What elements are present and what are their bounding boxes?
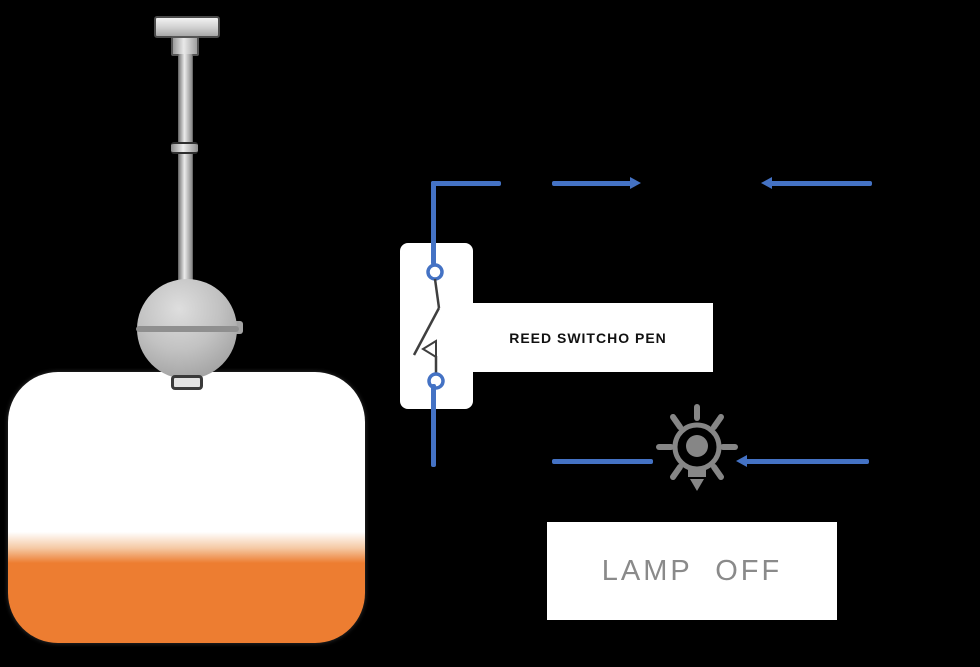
lamp-status-box: LAMP OFF [547, 522, 837, 620]
reed-switch-label-box: REED SWITCHO PEN [463, 303, 713, 372]
switch-contact-triangle [421, 339, 437, 359]
float-ball-seam [136, 326, 239, 332]
wire-left-vertical-bottom [431, 384, 436, 467]
wire-top-segment-2 [552, 181, 632, 186]
sensor-mount-neck [171, 36, 199, 56]
lamp-filament [686, 435, 708, 457]
switch-pivot [433, 278, 441, 309]
wire-bottom-segment-2 [745, 459, 869, 464]
stem-collar [171, 142, 198, 154]
arrow-left-icon [736, 455, 747, 467]
lightbulb-rays-icon [656, 404, 738, 491]
arrow-right-icon [630, 177, 641, 189]
reed-switch-label: REED SWITCHO PEN [509, 329, 667, 346]
wire-left-vertical-top [431, 181, 436, 265]
liquid-tank [8, 372, 365, 643]
wire-top-segment-3 [770, 181, 872, 186]
float-connector [171, 375, 203, 390]
sensor-mount-cap [154, 16, 220, 38]
switch-blade-open [412, 307, 441, 356]
lamp-base [688, 469, 706, 477]
switch-terminal-top [426, 263, 444, 281]
lamp-base-tip [690, 479, 704, 491]
arrow-left-icon [761, 177, 772, 189]
sensor-stem [178, 54, 193, 286]
wire-top-segment-1 [431, 181, 501, 186]
wire-bottom-segment-1 [552, 459, 653, 464]
reed-switch-contacts [412, 263, 445, 390]
lamp-status-label: LAMP OFF [601, 554, 783, 587]
lamp-rays [656, 404, 738, 480]
